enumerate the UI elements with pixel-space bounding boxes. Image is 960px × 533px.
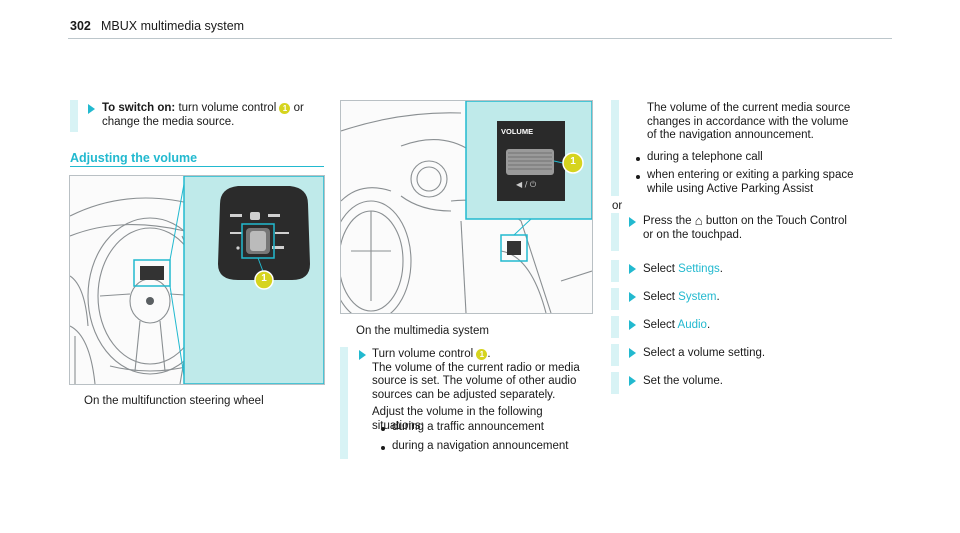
arrow-icon [629,292,636,302]
select-settings-step: Select Settings. [643,263,723,277]
arrow-icon [359,350,366,360]
arrow-icon [88,104,95,114]
bullet-text: during a telephone call [647,151,763,163]
step-line: or on the touchpad. [643,228,743,241]
step-bar [70,100,78,132]
volume-label: VOLUME [501,127,534,136]
header-rule [68,38,892,39]
step-line: changes in accordance with the volume [647,115,849,128]
multimedia-illustration: ◀ / ⏻ [341,101,592,313]
bullet [381,427,385,431]
step-text: Select [643,319,678,331]
step-line: Turn volume control 1. [372,348,592,362]
bullet [381,446,385,450]
bullet [636,157,640,161]
step-text: . [716,291,720,303]
svg-text:◀ / ⏻: ◀ / ⏻ [516,180,537,189]
bullet-text: during a traffic announcement [392,421,544,433]
select-system-step: Select System. [643,291,720,305]
arrow-icon [629,264,636,274]
step-text: Press the [643,215,695,227]
system-link[interactable]: System [678,291,717,303]
step-text: Turn volume control [372,348,477,360]
select-audio-step: Select Audio. [643,319,710,333]
step-line: Adjust the volume in the following situa… [372,406,543,432]
step-bar [611,260,619,282]
step-bar [611,316,619,338]
step-line: The volume of the current radio or media [372,361,580,374]
bullet [636,175,640,179]
bullet-text: during a navigation announcement [392,440,569,452]
arrow-icon [629,320,636,330]
figure-caption: On the multifunction steering wheel [84,395,264,407]
home-icon: ⌂ [694,213,703,228]
multimedia-figure: ◀ / ⏻ VOLUME 1 [340,100,593,314]
step-text: button on the Touch Control [702,215,847,227]
switch-on-text: turn volume control [175,102,280,114]
press-home-step: Press the ⌂ button on the Touch Control … [643,213,883,242]
set-volume-step: Set the volume. [643,375,723,387]
step-bar [611,100,619,196]
turn-volume-step: Turn volume control 1. The volume of the… [372,348,592,433]
step-line: Press the ⌂ button on the Touch Control [643,213,883,229]
callout-marker: 1 [476,349,488,360]
arrow-icon [629,376,636,386]
select-volume-step: Select a volume setting. [643,347,766,359]
step-bar [611,288,619,310]
steering-wheel-figure: 1 [69,175,325,385]
step-bar [611,372,619,394]
callout-marker: 1 [261,273,267,284]
switch-on-step: To switch on: turn volume control 1 or c… [102,102,324,129]
step-bar [611,213,619,251]
step-bar [611,344,619,366]
page-number: 302 [70,19,91,33]
step-text: . [706,319,711,331]
switch-on-text-end: or change the media source. [102,102,304,128]
callout-marker: 1 [279,103,291,114]
section-rule [70,166,324,167]
step-line: sources can be adjusted separately. [372,388,556,401]
figure-caption: On the multimedia system [356,325,489,337]
settings-link[interactable]: Settings [678,263,720,275]
step-text: Select [643,263,679,275]
step-bar [340,347,348,459]
step-line: when entering or exiting a parking space [647,169,854,181]
audio-link[interactable]: Audio [677,319,707,331]
step-text: Select [643,291,679,303]
bullet-text: when entering or exiting a parking space… [647,169,854,196]
step-line: of the navigation announcement. [647,129,814,141]
step-line: while using Active Parking Assist [647,182,814,195]
switch-on-label: To switch on: [102,102,176,114]
or-text: or [612,200,623,212]
step-text: . [719,263,723,275]
header-title: MBUX multimedia system [101,19,245,33]
arrow-icon [629,348,636,358]
step-text: . [487,348,491,360]
steering-wheel-illustration [70,176,324,384]
continued-text: The volume of the current media source c… [647,102,887,143]
section-title: Adjusting the volume [70,151,198,165]
arrow-icon [629,217,636,227]
callout-marker: 1 [570,156,576,167]
step-line: source is set. The volume of other audio [372,375,577,387]
step-line: The volume of the current media source [647,102,851,114]
